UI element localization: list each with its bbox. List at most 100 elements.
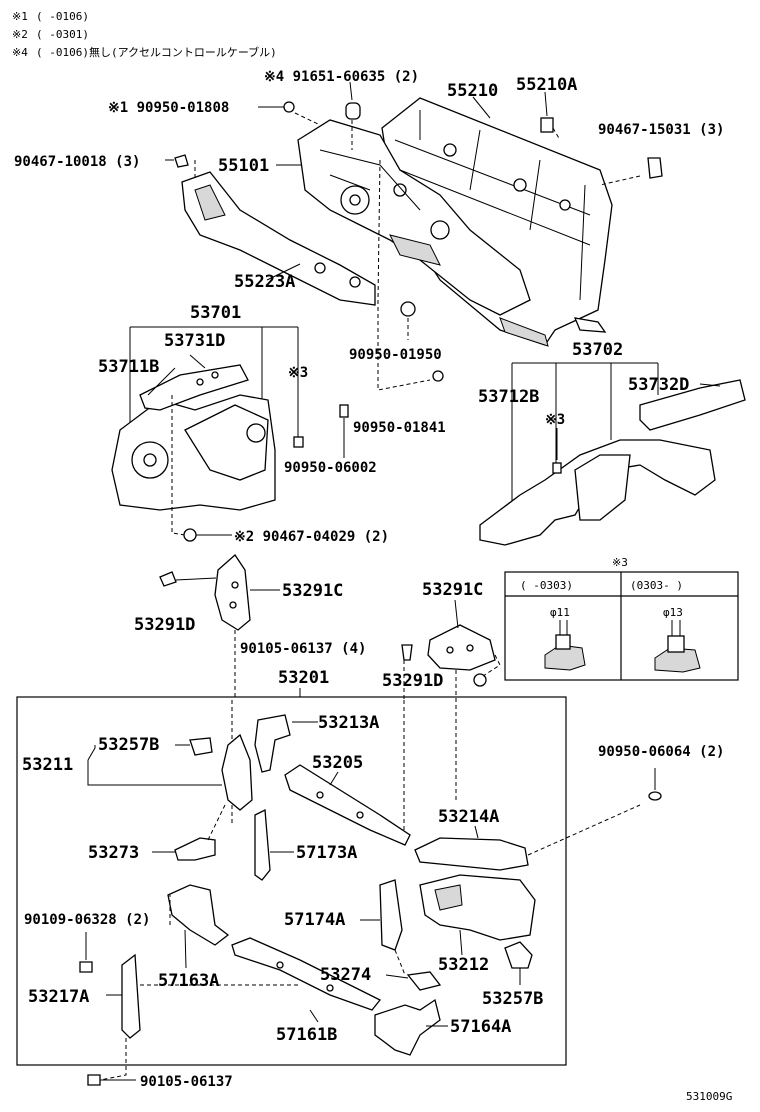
nut-phi11-drawing bbox=[544, 620, 586, 671]
label-53274: 53274 bbox=[320, 965, 371, 985]
label-90950-01841: 90950-01841 bbox=[353, 420, 446, 436]
note-1-mark: ※1 bbox=[12, 10, 28, 23]
support-53214A bbox=[414, 837, 529, 871]
bracket-53273 bbox=[174, 837, 216, 861]
bolt-90109-06328 bbox=[79, 961, 93, 973]
label-57161B: 57161B bbox=[276, 1025, 337, 1045]
label-90950-01950: 90950-01950 bbox=[349, 347, 442, 363]
bracket-53732D bbox=[639, 379, 746, 431]
label-53214A: 53214A bbox=[438, 807, 499, 827]
label-53712B: 53712B bbox=[478, 387, 539, 407]
label-53205: 53205 bbox=[312, 753, 363, 773]
clip-90467-15031 bbox=[647, 157, 663, 179]
bracket-53211 bbox=[221, 733, 253, 811]
label-90467-10018: 90467-10018 (3) bbox=[14, 154, 140, 170]
label-90109-06328: 90109-06328 (2) bbox=[24, 912, 150, 928]
apron-53702 bbox=[479, 439, 716, 546]
label-53212: 53212 bbox=[438, 955, 489, 975]
bracket-53213A bbox=[254, 714, 291, 773]
inset-dia-11: φ11 bbox=[550, 606, 570, 619]
label-53731D: 53731D bbox=[164, 331, 225, 351]
label-91651-60635: ※4 91651-60635 (2) bbox=[264, 69, 419, 85]
label-53291D-right: 53291D bbox=[382, 671, 443, 691]
bracket-53731D bbox=[139, 364, 249, 411]
assembly-53201-frame bbox=[16, 696, 567, 1066]
label-90950-01808: ※1 90950-01808 bbox=[108, 100, 229, 116]
note-3-mark: ※4 bbox=[12, 46, 28, 59]
label-53701: 53701 bbox=[190, 303, 241, 323]
bolt-90950-06002 bbox=[339, 404, 349, 418]
inset-title: ※3 bbox=[612, 556, 628, 569]
label-53211: 53211 bbox=[22, 755, 73, 775]
label-55101: 55101 bbox=[218, 156, 269, 176]
brace-57163A bbox=[167, 884, 230, 946]
plug-90950-06064 bbox=[648, 791, 662, 801]
plug-90950-01950 bbox=[400, 301, 416, 317]
label-57163A: 57163A bbox=[158, 971, 219, 991]
bracket-53274 bbox=[406, 971, 442, 991]
label-53257B-lower: 53257B bbox=[482, 989, 543, 1009]
label-90950-06002: 90950-06002 bbox=[284, 460, 377, 476]
apron-53701 bbox=[111, 394, 276, 511]
inset-col1-header: ( -0303) bbox=[520, 579, 573, 592]
label-mark3-left: ※3 bbox=[288, 365, 308, 381]
bracket-55223A bbox=[181, 171, 376, 306]
brace-57174A bbox=[379, 879, 403, 951]
note-1-text: ( -0106) bbox=[36, 10, 89, 23]
label-53711B: 53711B bbox=[98, 357, 159, 377]
label-53257B-upper: 53257B bbox=[98, 735, 159, 755]
note-3-text: ( -0106)無し(アクセルコントロールケーブル) bbox=[36, 45, 277, 59]
label-53291D-left: 53291D bbox=[134, 615, 195, 635]
brace-57164A bbox=[374, 998, 441, 1056]
bracket-53257B-lower bbox=[504, 941, 533, 969]
label-55210: 55210 bbox=[447, 81, 498, 101]
label-55223A: 55223A bbox=[234, 272, 295, 292]
bolt-90105-06137 bbox=[87, 1074, 101, 1086]
inset-dia-13: φ13 bbox=[663, 606, 683, 619]
dash-panel-55101 bbox=[297, 119, 531, 316]
seal-53291C-left bbox=[214, 554, 251, 631]
label-90950-06064: 90950-06064 (2) bbox=[598, 744, 724, 760]
label-57174A: 57174A bbox=[284, 910, 345, 930]
label-53201: 53201 bbox=[278, 668, 329, 688]
label-53291C-left: 53291C bbox=[282, 581, 343, 601]
label-53213A: 53213A bbox=[318, 713, 379, 733]
clip-90467-10018 bbox=[174, 154, 189, 168]
bracket-53257B-upper bbox=[189, 737, 213, 756]
label-90105-06137: 90105-06137 bbox=[140, 1074, 233, 1090]
nut-53702 bbox=[552, 462, 562, 474]
clip-53291D-left bbox=[159, 571, 177, 587]
label-mark3-right: ※3 bbox=[545, 412, 565, 428]
label-53273: 53273 bbox=[88, 843, 139, 863]
inset-col2-header: (0303- ) bbox=[630, 579, 683, 592]
label-53732D: 53732D bbox=[628, 375, 689, 395]
clip-53291D-right bbox=[473, 673, 487, 687]
bracket-53212 bbox=[419, 874, 536, 941]
label-55210A: 55210A bbox=[516, 75, 577, 95]
clip-90950-01808 bbox=[283, 101, 295, 113]
clip-90467-04029 bbox=[183, 528, 197, 542]
label-57173A: 57173A bbox=[296, 843, 357, 863]
label-90467-04029: ※2 90467-04029 (2) bbox=[234, 529, 389, 545]
bolt-90105-06137-4 bbox=[401, 644, 413, 661]
label-53291C-right: 53291C bbox=[422, 580, 483, 600]
inset-table bbox=[504, 571, 739, 681]
brace-57173A bbox=[254, 808, 271, 881]
note-2-mark: ※2 bbox=[12, 28, 28, 41]
label-90467-15031: 90467-15031 (3) bbox=[598, 122, 724, 138]
label-53217A: 53217A bbox=[28, 987, 89, 1007]
clip-55210A bbox=[540, 117, 554, 133]
plug-90950-01841 bbox=[432, 370, 444, 382]
brace-53217A bbox=[121, 953, 141, 1039]
support-53205 bbox=[284, 764, 411, 846]
dash-panel-55210 bbox=[381, 97, 613, 347]
grommet-91651 bbox=[345, 102, 361, 120]
nut-phi13-drawing bbox=[654, 620, 701, 673]
nut-53701 bbox=[293, 436, 304, 448]
label-90105-06137-4: 90105-06137 (4) bbox=[240, 641, 366, 657]
label-57164A: 57164A bbox=[450, 1017, 511, 1037]
note-2-text: ( -0301) bbox=[36, 28, 89, 41]
seal-53291C-right bbox=[427, 624, 496, 671]
diagram-code: 531009G bbox=[686, 1090, 732, 1103]
